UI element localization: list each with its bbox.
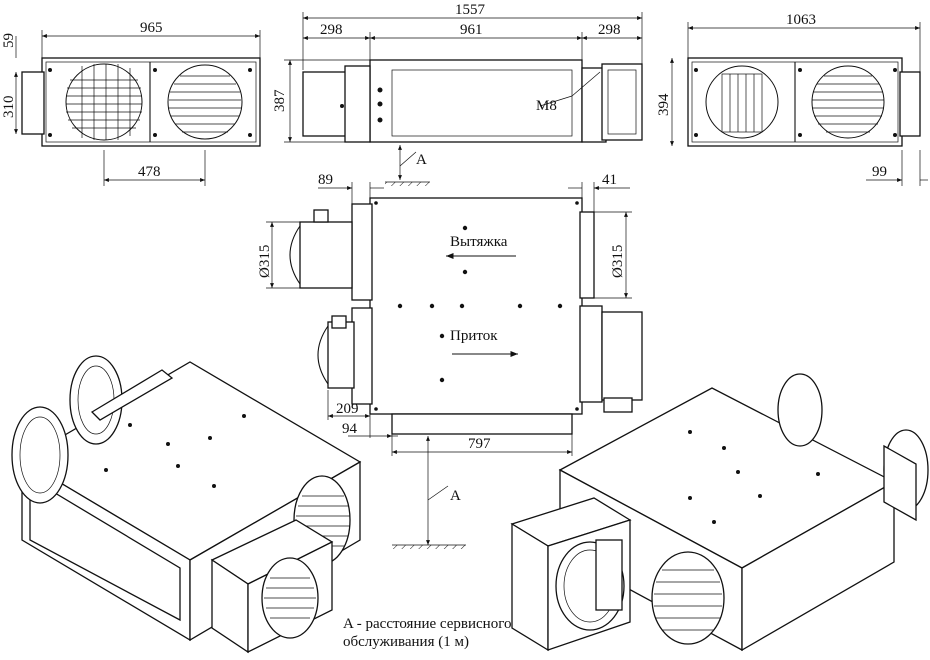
label-supply: Приток — [450, 328, 498, 344]
dim-298-right: 298 — [598, 22, 621, 38]
isometric-right — [510, 373, 929, 652]
dim-59: 59 — [1, 33, 17, 48]
rear-right-grille — [812, 75, 884, 133]
note-line-2: обслуживания (1 м) — [343, 634, 469, 650]
left-grille — [66, 64, 142, 140]
dim-99: 99 — [872, 164, 887, 180]
dim-1063: 1063 — [786, 12, 816, 28]
dim-965: 965 — [140, 20, 163, 36]
service-a-bottom: A — [450, 488, 461, 504]
dim-310: 310 — [1, 96, 17, 119]
note-line-1: A - расстояние сервисного — [343, 616, 511, 632]
dim-m8: M8 — [536, 98, 557, 114]
iso-right-louvres — [654, 569, 722, 631]
rear-view: 1063 394 99 — [656, 12, 928, 186]
right-grille — [169, 75, 241, 133]
label-exhaust: Вытяжка — [450, 234, 508, 250]
dim-478: 478 — [138, 164, 161, 180]
front-view: 965 310 59 478 — [1, 20, 261, 186]
dim-394: 394 — [656, 93, 672, 116]
dim-298-left: 298 — [320, 22, 343, 38]
dim-387: 387 — [272, 89, 288, 112]
side-view: 1557 298 961 298 387 M8 A — [272, 2, 643, 186]
dim-d315-left: Ø315 — [257, 245, 273, 278]
plan-view: Вытяжка Приток 89 41 Ø315 Ø315 209 94 — [257, 172, 643, 549]
dim-209: 209 — [336, 401, 359, 417]
dim-961: 961 — [460, 22, 483, 38]
service-a-top: A — [416, 152, 427, 168]
dim-797: 797 — [468, 436, 491, 452]
iso-left-grille — [264, 577, 316, 619]
isometric-left — [11, 355, 362, 654]
dim-1557: 1557 — [455, 2, 486, 18]
dim-94: 94 — [342, 421, 358, 437]
rear-left-damper — [721, 73, 763, 133]
dim-d315-right: Ø315 — [610, 245, 626, 278]
dim-89: 89 — [318, 172, 333, 188]
dim-41: 41 — [602, 172, 617, 188]
